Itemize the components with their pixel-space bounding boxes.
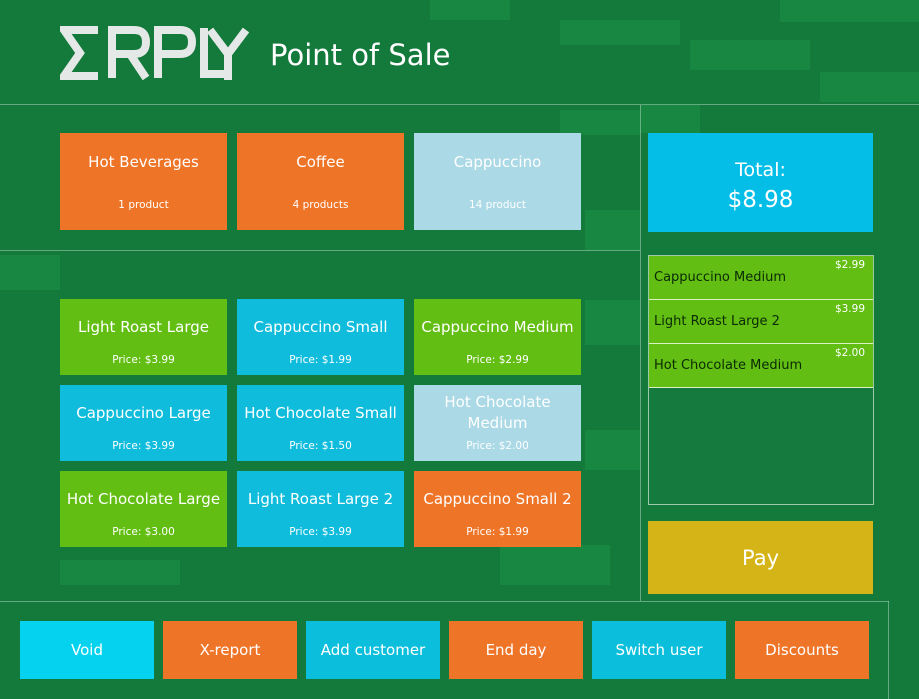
product-price: Price: $3.99 [112, 354, 175, 366]
product-price: Price: $2.99 [466, 354, 529, 366]
cart-item-name: Hot Chocolate Medium [654, 358, 803, 373]
category-hot-beverages[interactable]: Hot Beverages 1 product [60, 133, 227, 230]
product-price: Price: $1.99 [289, 354, 352, 366]
header-divider [0, 104, 919, 105]
product-name: Hot Chocolate Small [244, 404, 397, 422]
product-tile[interactable]: Light Roast Large Price: $3.99 [60, 299, 227, 375]
product-name: Cappuccino Small [253, 318, 388, 336]
product-tile[interactable]: Hot Chocolate Large Price: $3.00 [60, 471, 227, 547]
product-name: Light Roast Large 2 [247, 490, 394, 508]
discounts-button[interactable]: Discounts [735, 621, 869, 679]
product-tile[interactable]: Cappuccino Medium Price: $2.99 [414, 299, 581, 375]
category-count: 14 product [468, 199, 527, 211]
product-tile[interactable]: Cappuccino Small Price: $1.99 [237, 299, 404, 375]
background-decoration [560, 110, 640, 135]
background-decoration [585, 300, 640, 345]
background-decoration [0, 255, 60, 290]
product-name: Light Roast Large [78, 318, 209, 336]
product-tile[interactable]: Hot Chocolate Medium Price: $2.00 [414, 385, 581, 461]
x-report-button[interactable]: X-report [163, 621, 297, 679]
toolbar-edge [888, 601, 889, 699]
category-name: Hot Beverages [88, 153, 199, 171]
product-name: Hot Chocolate Large [66, 490, 221, 508]
background-decoration [585, 210, 640, 250]
product-price: Price: $1.99 [466, 526, 529, 538]
background-decoration [560, 20, 680, 45]
cart-item-name: Light Roast Large 2 [654, 314, 780, 329]
void-button[interactable]: Void [20, 621, 154, 679]
add-customer-button[interactable]: Add customer [306, 621, 440, 679]
product-price: Price: $2.00 [466, 440, 529, 452]
toolbar-divider [0, 601, 889, 602]
cart-item[interactable]: Hot Chocolate Medium $2.00 [649, 344, 873, 388]
product-price: Price: $3.99 [289, 526, 352, 538]
background-decoration [640, 105, 700, 133]
product-price: Price: $1.50 [289, 440, 352, 452]
cart-item-price: $2.99 [834, 259, 865, 271]
cart-item-name: Cappuccino Medium [654, 270, 786, 285]
cart-item-price: $2.00 [834, 347, 865, 359]
total-display: Total: $8.98 [648, 133, 873, 232]
category-name: Coffee [296, 153, 345, 171]
cart-list[interactable]: Cappuccino Medium $2.99 Light Roast Larg… [648, 255, 874, 505]
product-tile[interactable]: Light Roast Large 2 Price: $3.99 [237, 471, 404, 547]
category-count: 1 product [118, 199, 169, 211]
product-name: Cappuccino Small 2 [423, 490, 572, 508]
product-name: Hot Chocolate Medium [444, 393, 551, 432]
category-cappuccino[interactable]: Cappuccino 14 product [414, 133, 581, 230]
product-tile[interactable]: Cappuccino Small 2 Price: $1.99 [414, 471, 581, 547]
background-decoration [780, 0, 919, 22]
background-decoration [60, 560, 180, 585]
panel-divider [640, 105, 641, 601]
cart-item[interactable]: Light Roast Large 2 $3.99 [649, 300, 873, 344]
cart-item[interactable]: Cappuccino Medium $2.99 [649, 256, 873, 300]
product-tile[interactable]: Hot Chocolate Small Price: $1.50 [237, 385, 404, 461]
product-tile[interactable]: Cappuccino Large Price: $3.99 [60, 385, 227, 461]
background-decoration [585, 430, 640, 470]
switch-user-button[interactable]: Switch user [592, 621, 726, 679]
background-decoration [430, 0, 510, 20]
category-coffee[interactable]: Coffee 4 products [237, 133, 404, 230]
end-day-button[interactable]: End day [449, 621, 583, 679]
category-count: 4 products [292, 199, 349, 211]
product-price: Price: $3.99 [112, 440, 175, 452]
pay-button[interactable]: Pay [648, 521, 873, 594]
category-name: Cappuccino [453, 153, 542, 171]
total-value: $8.98 [727, 187, 794, 213]
category-divider [0, 250, 640, 251]
product-name: Cappuccino Large [76, 404, 211, 422]
background-decoration [820, 72, 919, 102]
total-label: Total: [735, 159, 786, 181]
background-decoration [500, 545, 610, 585]
header: Point of Sale [0, 0, 919, 105]
app-title: Point of Sale [270, 38, 451, 72]
product-price: Price: $3.00 [112, 526, 175, 538]
cart-item-price: $3.99 [834, 303, 865, 315]
erply-logo [56, 24, 250, 84]
product-name: Cappuccino Medium [421, 318, 574, 336]
background-decoration [690, 40, 810, 70]
